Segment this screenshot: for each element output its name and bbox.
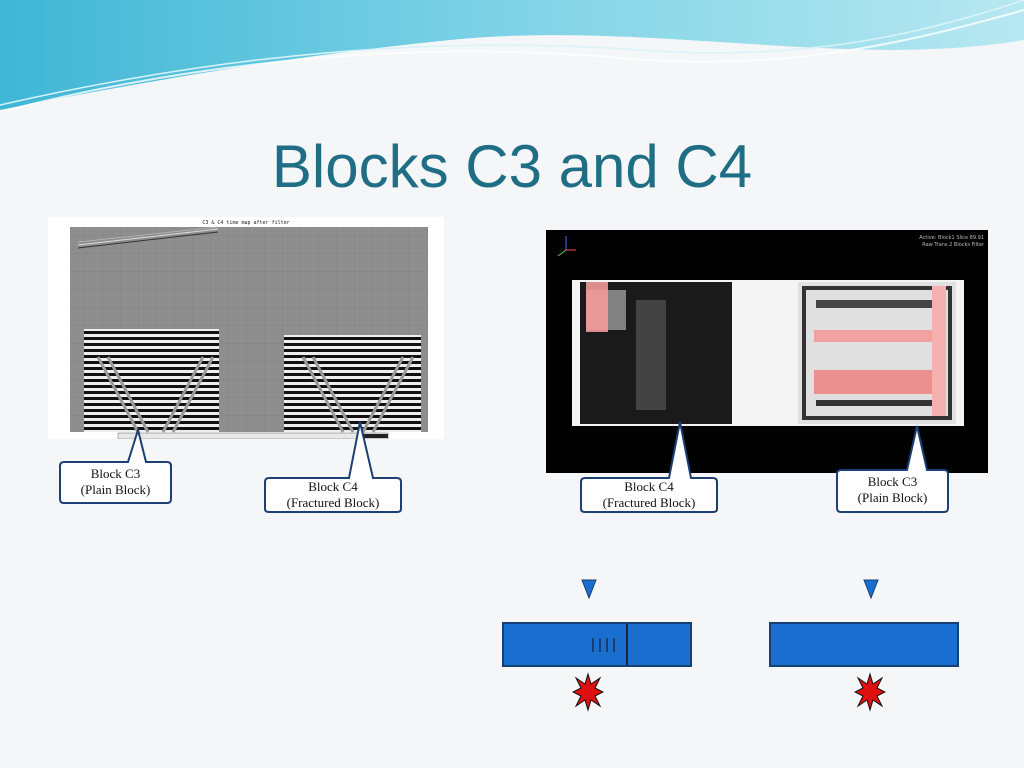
tomography-image: Active: Block1 Slice 89.91 Raw Trans 2 B… (546, 230, 988, 473)
source-burst-icon (854, 672, 886, 712)
slide-title: Blocks C3 and C4 (271, 133, 753, 200)
callout-tomo-block-c3: Block C3 (Plain Block) (835, 424, 950, 514)
gpr-header-text: C3 & C4 time map after filter (202, 220, 289, 226)
tomo-info-line2: Raw Trans 2 Blocks Filter (922, 242, 985, 248)
receiver-triangle-icon (863, 579, 879, 599)
callout-label-line2: (Plain Block) (857, 490, 928, 505)
callout-label-line2: (Fractured Block) (286, 495, 380, 510)
callout-gpr-block-c4: Block C4 (Fractured Block) (263, 420, 403, 514)
callout-tomo-block-c4: Block C4 (Fractured Block) (579, 420, 719, 514)
callout-label-line2: (Plain Block) (80, 482, 151, 497)
callout-label-line2: (Fractured Block) (602, 495, 696, 510)
callout-label-line1: Block C4 (308, 479, 358, 494)
callout-label-line1: Block C3 (90, 466, 141, 481)
fractured-block-diagram (502, 622, 692, 667)
receiver-triangle-icon (581, 579, 597, 599)
callout-label-line1: Block C3 (867, 474, 918, 489)
plain-block-diagram (769, 622, 959, 667)
callout-gpr-block-c3: Block C3 (Plain Block) (58, 428, 173, 505)
callout-label-line1: Block C4 (624, 479, 674, 494)
source-burst-icon (572, 672, 604, 712)
header-wave-decoration (0, 0, 1024, 113)
gpr-radargram-image: C3 & C4 time map after filter (48, 217, 444, 440)
axis-triad-icon (557, 236, 576, 257)
tomo-info-line1: Active: Block1 Slice 89.91 (919, 235, 984, 241)
